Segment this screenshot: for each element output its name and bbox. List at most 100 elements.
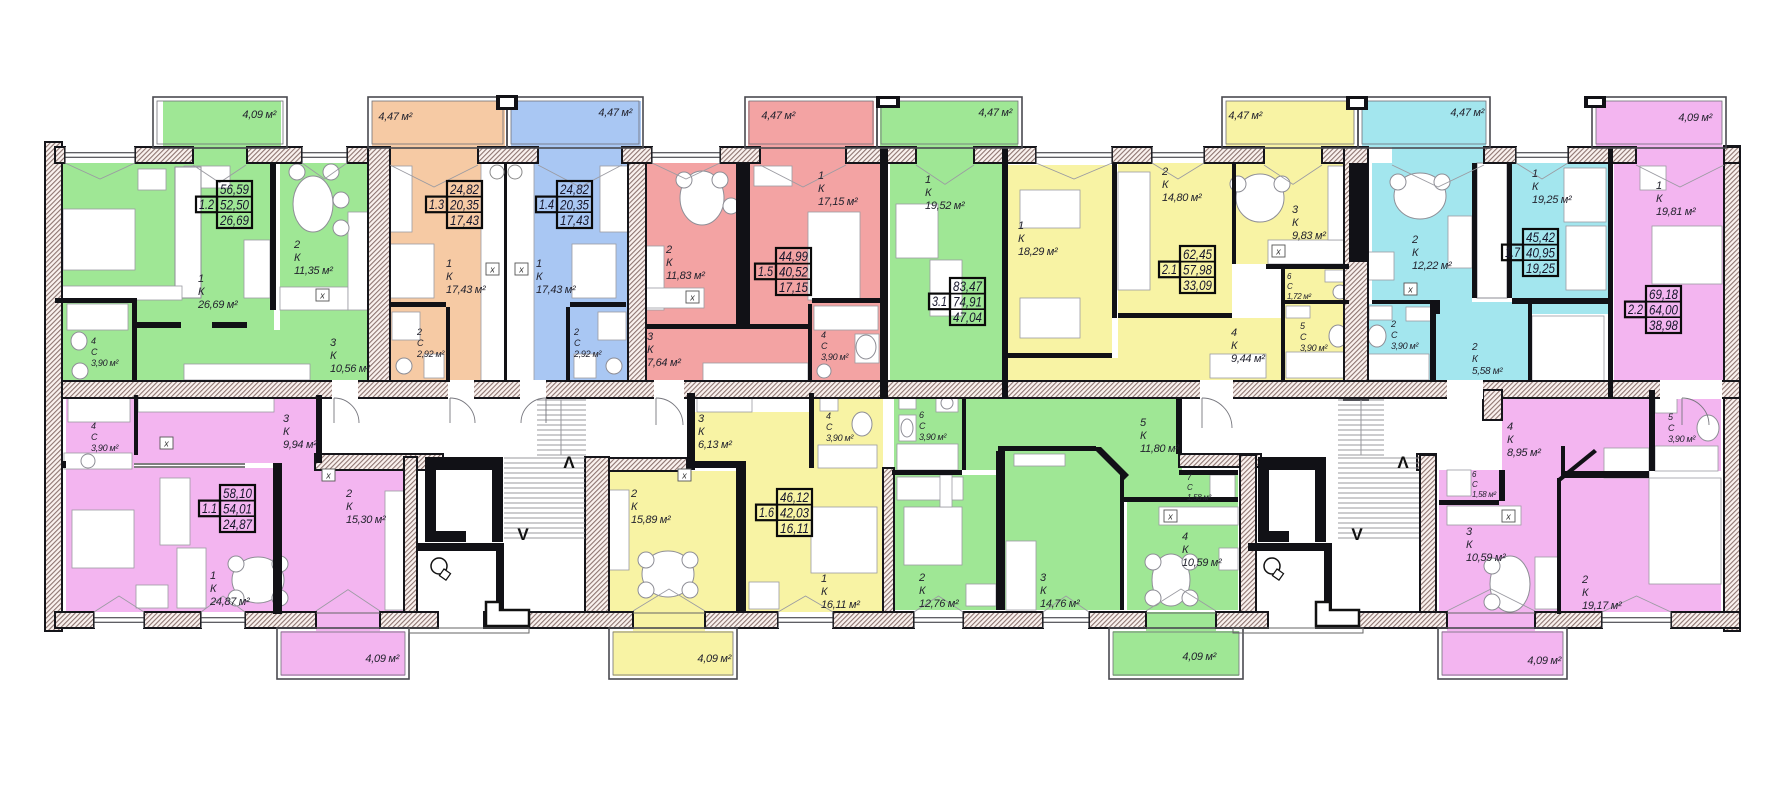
svg-text:1: 1 <box>210 570 216 582</box>
svg-text:17,43: 17,43 <box>450 212 479 228</box>
svg-text:2: 2 <box>630 488 637 500</box>
svg-text:19,52 м²: 19,52 м² <box>925 200 965 212</box>
svg-text:40,52: 40,52 <box>779 263 808 279</box>
svg-text:4: 4 <box>1231 327 1237 339</box>
svg-text:19,17 м²: 19,17 м² <box>1582 600 1622 612</box>
svg-text:С: С <box>91 347 98 357</box>
svg-text:33,09: 33,09 <box>1183 277 1212 293</box>
svg-text:24,82: 24,82 <box>449 181 479 197</box>
svg-text:3,90 м²: 3,90 м² <box>821 352 849 362</box>
svg-text:83,47: 83,47 <box>953 278 983 294</box>
svg-text:74,91: 74,91 <box>953 293 982 309</box>
svg-text:26,69 м²: 26,69 м² <box>197 299 238 311</box>
svg-text:К: К <box>631 501 638 513</box>
svg-text:К: К <box>1656 193 1663 205</box>
svg-text:3: 3 <box>1292 204 1299 216</box>
svg-text:x: x <box>489 265 495 275</box>
svg-text:К: К <box>1162 179 1169 191</box>
svg-text:4,09 м²: 4,09 м² <box>365 653 399 665</box>
svg-text:К: К <box>1140 430 1147 442</box>
svg-text:1.5: 1.5 <box>758 264 773 279</box>
svg-text:К: К <box>1582 587 1589 599</box>
svg-text:К: К <box>698 426 705 438</box>
svg-text:Λ: Λ <box>1397 453 1409 472</box>
svg-text:3: 3 <box>698 413 705 425</box>
svg-text:2,92 м²: 2,92 м² <box>573 349 602 359</box>
svg-text:64,00: 64,00 <box>1649 301 1678 317</box>
svg-text:1: 1 <box>925 174 931 186</box>
svg-text:2: 2 <box>1161 166 1168 178</box>
svg-text:10,59 м²: 10,59 м² <box>1182 557 1222 569</box>
svg-text:1: 1 <box>818 170 824 182</box>
svg-text:44,99: 44,99 <box>779 248 808 264</box>
svg-text:3: 3 <box>1466 526 1473 538</box>
svg-text:К: К <box>1532 181 1539 193</box>
svg-text:5,58 м²: 5,58 м² <box>1472 366 1503 377</box>
svg-text:6: 6 <box>919 410 924 420</box>
svg-text:3,90 м²: 3,90 м² <box>826 433 854 443</box>
svg-text:С: С <box>1472 480 1478 489</box>
svg-text:4,09 м²: 4,09 м² <box>242 109 276 121</box>
svg-text:1.3: 1.3 <box>429 197 444 212</box>
svg-text:4,47 м²: 4,47 м² <box>761 110 795 122</box>
svg-text:2: 2 <box>345 488 352 500</box>
svg-text:С: С <box>1287 282 1293 291</box>
svg-text:1.2: 1.2 <box>199 197 214 212</box>
svg-text:К: К <box>198 286 205 298</box>
svg-text:3,90 м²: 3,90 м² <box>91 358 119 368</box>
svg-text:С: С <box>821 341 828 351</box>
svg-text:11,35 м²: 11,35 м² <box>294 265 333 277</box>
svg-text:47,04: 47,04 <box>953 309 982 325</box>
svg-text:К: К <box>925 187 932 199</box>
svg-text:4: 4 <box>826 411 831 421</box>
svg-text:К: К <box>283 426 290 438</box>
svg-text:14,80 м²: 14,80 м² <box>1162 192 1202 204</box>
svg-text:4: 4 <box>91 421 96 431</box>
svg-text:1: 1 <box>198 273 204 285</box>
svg-text:К: К <box>1040 585 1047 597</box>
svg-text:К: К <box>536 271 543 283</box>
svg-text:2,92 м²: 2,92 м² <box>416 349 445 359</box>
svg-text:К: К <box>346 501 353 513</box>
svg-text:4,47 м²: 4,47 м² <box>598 107 632 119</box>
svg-text:2.2: 2.2 <box>1627 302 1643 317</box>
svg-text:69,18: 69,18 <box>1649 286 1678 302</box>
svg-text:40,95: 40,95 <box>1526 244 1555 260</box>
svg-text:46,12: 46,12 <box>780 489 809 505</box>
svg-text:18,29 м²: 18,29 м² <box>1018 246 1058 258</box>
svg-text:x: x <box>1407 285 1413 295</box>
svg-text:К: К <box>818 183 825 195</box>
svg-text:24,87 м²: 24,87 м² <box>209 596 250 608</box>
svg-text:Λ: Λ <box>563 453 575 472</box>
svg-text:1: 1 <box>1656 180 1662 192</box>
svg-text:17,15 м²: 17,15 м² <box>818 196 858 208</box>
svg-text:2.1: 2.1 <box>1161 262 1177 277</box>
svg-text:4,09 м²: 4,09 м² <box>697 653 731 665</box>
svg-text:17,43: 17,43 <box>560 212 589 228</box>
svg-text:4: 4 <box>91 336 96 346</box>
svg-text:1: 1 <box>446 258 452 270</box>
svg-text:62,45: 62,45 <box>1183 246 1212 262</box>
svg-text:4: 4 <box>1507 421 1513 433</box>
svg-text:1: 1 <box>1532 168 1538 180</box>
svg-text:3,90 м²: 3,90 м² <box>1391 341 1419 351</box>
svg-text:1: 1 <box>821 573 827 585</box>
svg-text:С: С <box>574 338 581 348</box>
svg-text:15,30 м²: 15,30 м² <box>346 514 386 526</box>
svg-text:4,09 м²: 4,09 м² <box>1182 651 1216 663</box>
svg-text:58,10: 58,10 <box>223 485 252 501</box>
svg-text:9,94 м²: 9,94 м² <box>283 439 317 451</box>
svg-text:24,87: 24,87 <box>222 516 253 532</box>
svg-text:2: 2 <box>665 244 672 256</box>
svg-text:x: x <box>1167 512 1173 522</box>
svg-text:3: 3 <box>1040 572 1047 584</box>
svg-text:x: x <box>325 471 331 481</box>
svg-text:19,25: 19,25 <box>1526 260 1555 276</box>
svg-text:14,76 м²: 14,76 м² <box>1040 598 1080 610</box>
svg-text:К: К <box>1182 544 1189 556</box>
svg-text:3,90 м²: 3,90 м² <box>1668 434 1696 444</box>
svg-text:6: 6 <box>1287 272 1292 281</box>
svg-text:К: К <box>1507 434 1514 446</box>
svg-text:К: К <box>294 252 301 264</box>
svg-text:3: 3 <box>330 337 337 349</box>
